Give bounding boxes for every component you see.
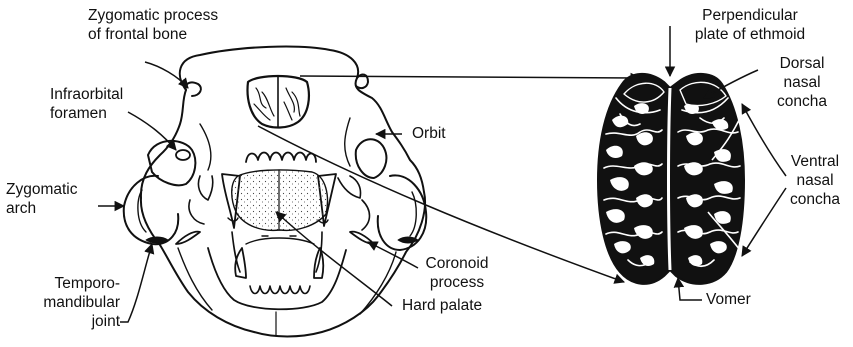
label-hard-palate: Hard palate: [402, 296, 482, 315]
left-orbit: [148, 141, 195, 185]
label-dorsal-nasal-concha: Dorsal nasal concha: [766, 54, 838, 111]
label-orbit: Orbit: [412, 124, 446, 143]
label-vomer: Vomer: [706, 290, 751, 309]
nasal-septum: [669, 88, 671, 270]
label-zygomatic-arch: Zygomatic arch: [6, 180, 78, 218]
temporomandibular-joint: [146, 237, 168, 243]
upper-incisor-row: [246, 153, 316, 163]
mandible: [208, 248, 346, 309]
skull-front-view: [124, 47, 427, 337]
coronoid-process: [350, 232, 374, 244]
label-perpendicular-plate: Perpendicular plate of ethmoid: [688, 6, 812, 44]
infraorbital-foramen: [176, 150, 190, 160]
label-ventral-nasal-concha: Ventral nasal concha: [782, 152, 848, 209]
label-infraorbital-foramen: Infraorbital foramen: [50, 85, 123, 123]
nasal-cross-section: [598, 74, 744, 284]
label-temporomandibular-joint: Temporo- mandibular joint: [20, 274, 120, 331]
right-orbit: [356, 139, 387, 178]
lower-incisor-row: [250, 286, 310, 294]
label-coronoid-process: Coronoid process: [420, 254, 494, 292]
label-zygomatic-process: Zygomatic process of frontal bone: [88, 6, 218, 44]
